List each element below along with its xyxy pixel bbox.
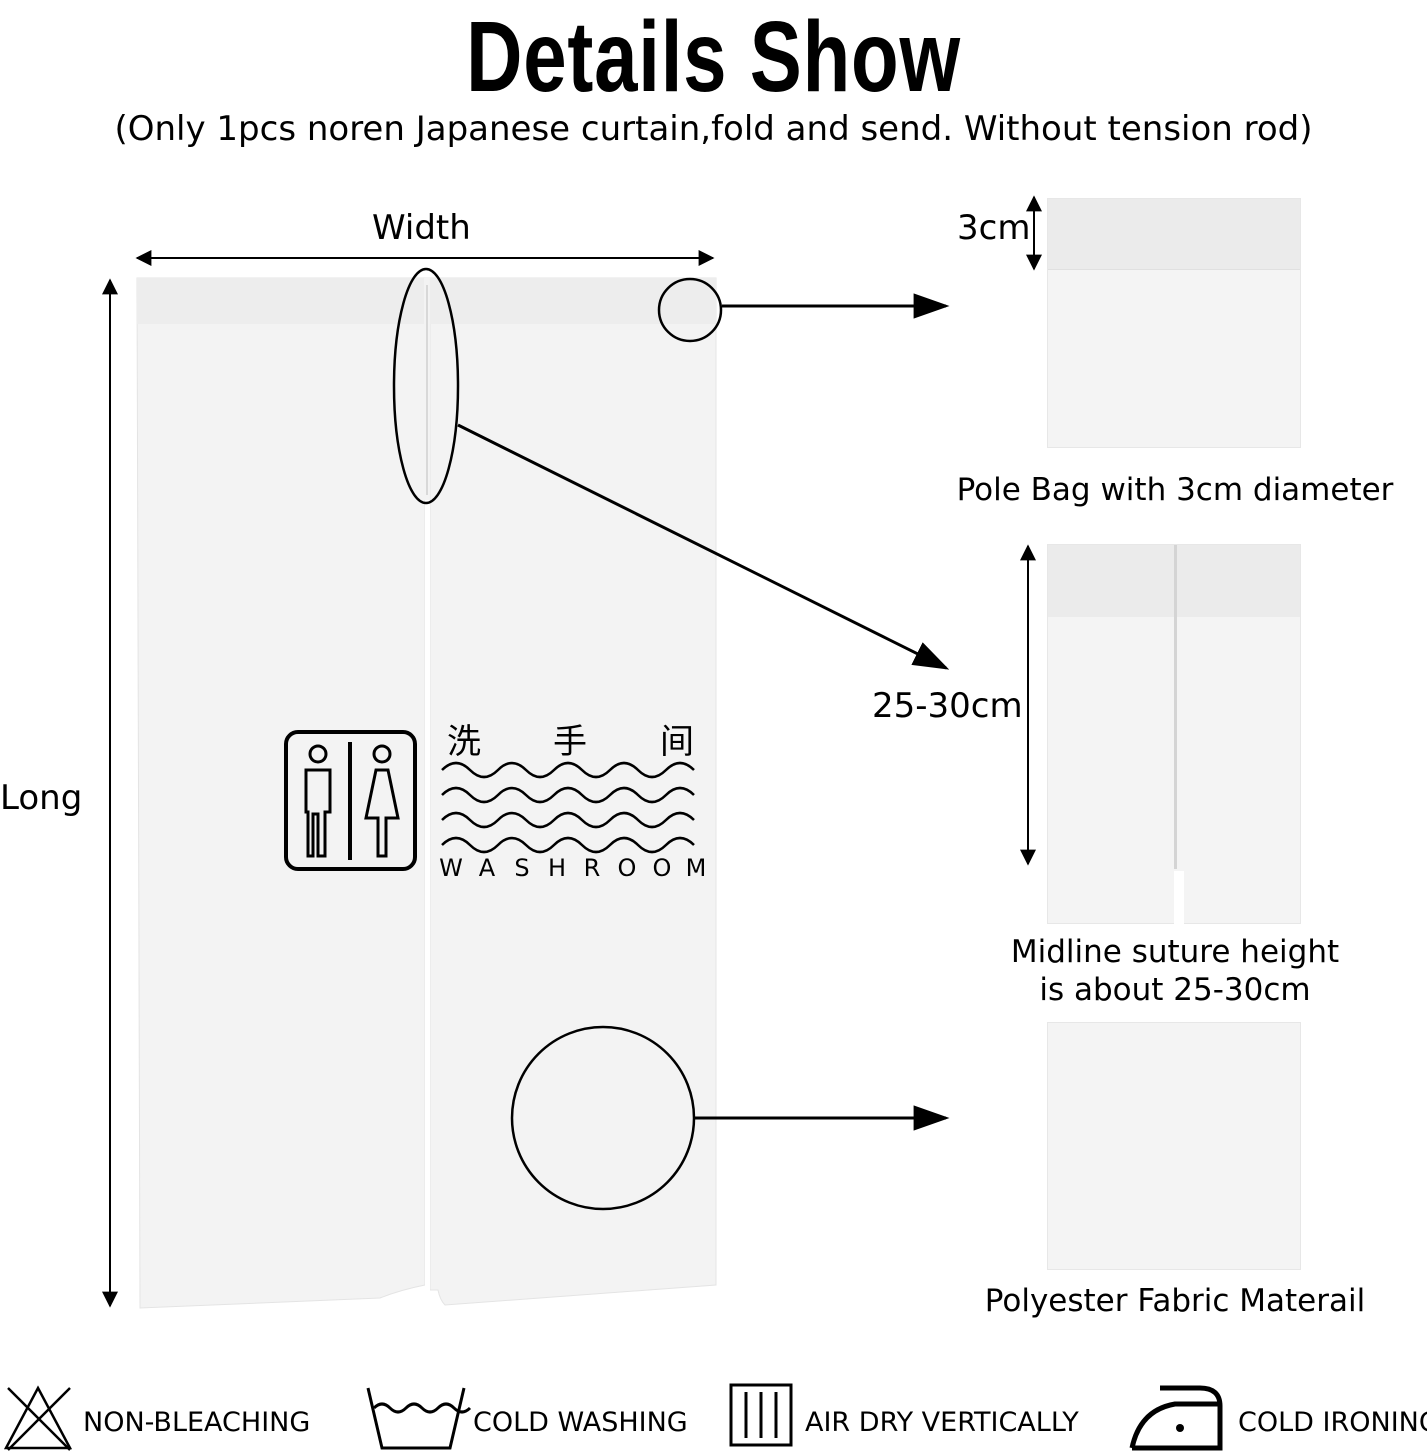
washroom-letter: O xyxy=(653,854,672,882)
cold-ironing-icon xyxy=(1129,1385,1223,1451)
curtain-split-gap xyxy=(425,500,430,1300)
pole-bag-caption: Pole Bag with 3cm diameter xyxy=(956,472,1394,508)
pole-callout-circle xyxy=(657,277,723,343)
care-label-cold-ironing: COLD IRONING xyxy=(1238,1407,1427,1438)
suture-caption-line-1: Midline suture height xyxy=(1010,934,1340,970)
care-label-air-dry-vertically: AIR DRY VERTICALLY xyxy=(805,1407,1079,1438)
washroom-letter: O xyxy=(618,854,637,882)
curtain-chinese-char: 间 xyxy=(660,722,694,762)
suture-swatch xyxy=(1047,544,1301,925)
page-subtitle: (Only 1pcs noren Japanese curtain,fold a… xyxy=(114,109,1313,149)
curtain-left-panel xyxy=(136,277,426,1309)
width-label: Width xyxy=(372,208,471,248)
washroom-letter: H xyxy=(548,854,566,882)
curtain-right-panel xyxy=(429,277,717,1306)
fabric-caption: Polyester Fabric Materail xyxy=(984,1283,1366,1319)
washroom-letter: W xyxy=(439,854,463,882)
long-label: Long xyxy=(0,778,83,818)
washroom-letter: S xyxy=(514,854,529,882)
suture-size-label: 25-30cm xyxy=(872,686,1023,726)
midline-callout-arrow xyxy=(457,423,950,670)
restroom-icon xyxy=(284,730,417,871)
non-bleaching-icon xyxy=(3,1385,73,1451)
midline-callout-ellipse xyxy=(392,267,460,505)
washroom-letter: M xyxy=(686,854,707,882)
pole-size-label: 3cm xyxy=(957,208,1031,248)
cold-washing-icon xyxy=(366,1387,472,1450)
washroom-letter: A xyxy=(479,854,496,882)
curtain-chinese-char: 洗 xyxy=(447,722,481,762)
page-title: Details Show xyxy=(466,1,961,113)
air-dry-vertically-icon xyxy=(729,1383,793,1447)
wave-lines-icon xyxy=(441,761,695,854)
washroom-letter: R xyxy=(584,854,601,882)
pole-bag-swatch xyxy=(1047,198,1301,448)
curtain-chinese-char: 手 xyxy=(553,722,587,762)
suture-caption-line-2: is about 25-30cm xyxy=(1039,972,1311,1008)
washroom-wordmark: W A S H R O O M xyxy=(439,854,706,882)
care-label-non-bleaching: NON-BLEACHING xyxy=(83,1407,311,1438)
fabric-swatch xyxy=(1047,1022,1301,1270)
care-label-cold-washing: COLD WASHING xyxy=(473,1407,688,1438)
